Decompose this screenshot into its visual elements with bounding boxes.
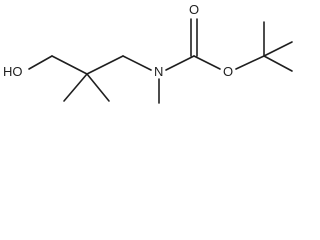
bond-ch2-n — [122, 55, 152, 71]
bond-ester-o-cquat — [235, 55, 265, 70]
bond-ch2-cquat — [51, 55, 88, 75]
bond-cquat-methyl-right — [86, 73, 110, 102]
structural-formula: HO N O O — [3, 2, 293, 104]
bond-o-ch2 — [28, 55, 53, 70]
hydroxyl-label: HO — [3, 64, 23, 79]
nitrogen-label: N — [154, 64, 163, 79]
bond-tbu-methyl-right — [263, 41, 293, 57]
ester-oxygen-label: O — [223, 64, 233, 79]
bond-tbu-methyl-bottom — [263, 55, 293, 72]
bond-carbonyl-ester-o — [193, 55, 221, 70]
bond-n-carbonyl — [165, 55, 195, 71]
carbonyl-oxygen-label: O — [189, 2, 199, 17]
bond-cquat-methyl-left — [63, 73, 88, 102]
bond-cquat-ch2 — [86, 55, 124, 75]
